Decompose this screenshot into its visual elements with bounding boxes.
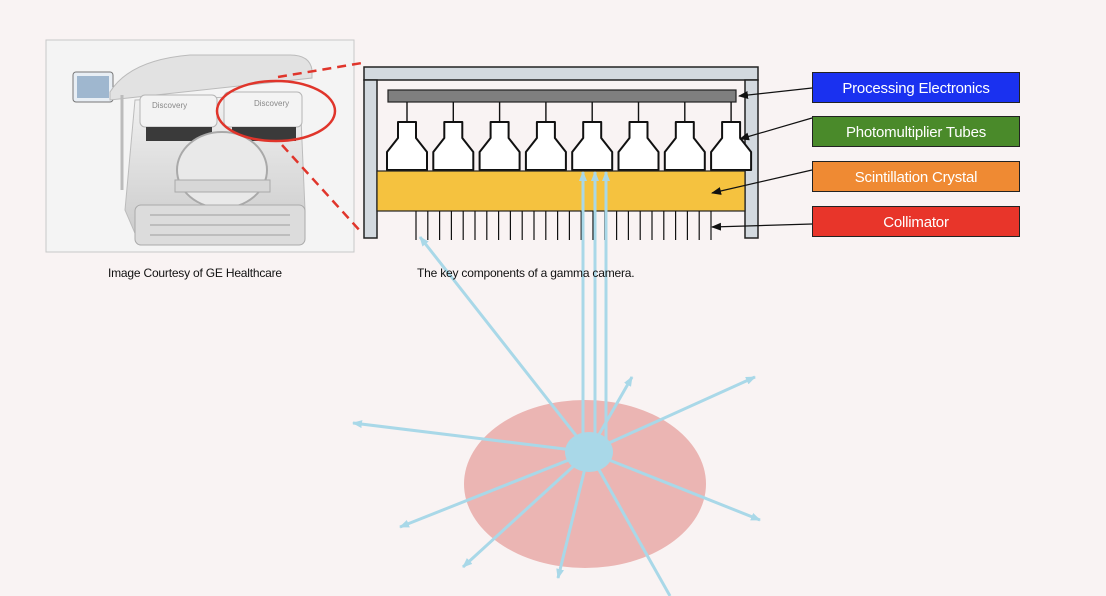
photomultiplier-tube: [524, 121, 567, 171]
zoom-line-bottom: [281, 144, 363, 234]
photomultiplier-tube: [710, 121, 753, 171]
gamma-ray: [399, 450, 590, 529]
gamma-camera-photo: Discovery Discovery: [45, 39, 355, 253]
gamma-ray: [587, 451, 672, 596]
collimator-septa: [415, 211, 712, 240]
photomultiplier-tube: [571, 121, 614, 171]
label-collimator: Collimator: [812, 206, 1020, 237]
photomultiplier-tube: [432, 121, 475, 171]
scintillation-crystal: [376, 170, 746, 212]
photomultiplier-tubes: [386, 102, 753, 171]
housing-left: [363, 79, 378, 239]
photo-caption: Image Courtesy of GE Healthcare: [108, 266, 282, 280]
pointer-crystal: [711, 169, 813, 195]
photomultiplier-tube: [386, 121, 428, 171]
label-processing-electronics: Processing Electronics: [812, 72, 1020, 103]
photomultiplier-tube: [663, 121, 706, 171]
photomultiplier-tube: [478, 121, 521, 171]
radioactive-source: [565, 432, 613, 472]
gamma-rays: [352, 171, 761, 596]
photomultiplier-tube: [617, 121, 660, 171]
discovery-label-left: Discovery: [152, 101, 187, 110]
pointer-collimator: [711, 222, 813, 231]
label-scintillation-crystal: Scintillation Crystal: [812, 161, 1020, 192]
gamma-ray: [588, 450, 761, 522]
camera-schematic: [363, 66, 759, 240]
pointer-pmt: [739, 117, 813, 141]
pointer-electronics: [738, 87, 813, 99]
gamma-ray: [352, 420, 590, 454]
discovery-label-right: Discovery: [254, 99, 289, 108]
gamma-ray: [461, 450, 591, 569]
patient-body-ellipse: [464, 400, 706, 568]
gamma-ray-blocked: [418, 236, 591, 453]
zoom-highlight-ellipse: [215, 79, 337, 143]
housing-top: [363, 66, 759, 81]
electronics-bar: [387, 89, 737, 103]
gamma-ray: [556, 451, 591, 579]
label-photomultiplier-tubes: Photomultiplier Tubes: [812, 116, 1020, 147]
gamma-ray: [588, 375, 756, 454]
diagram-caption: The key components of a gamma camera.: [417, 266, 635, 280]
